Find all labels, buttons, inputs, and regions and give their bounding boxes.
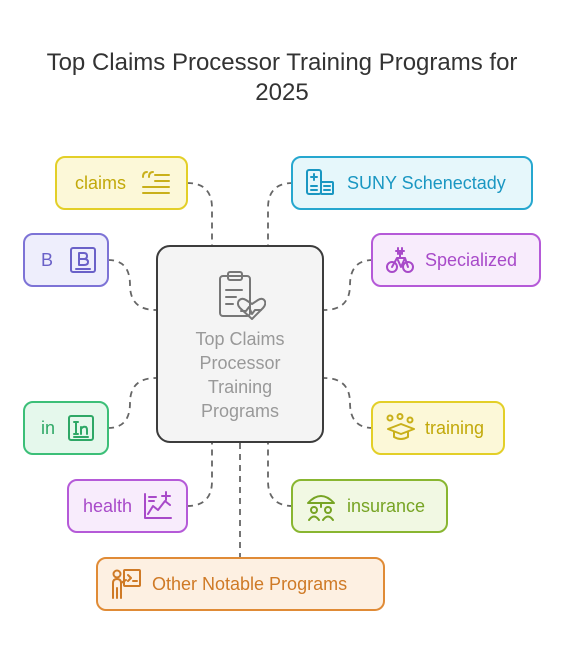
- quote-list-icon: [142, 171, 171, 194]
- connector-health: [186, 443, 213, 507]
- node-other-notable-programs: Other Notable Programs: [96, 557, 385, 611]
- node-in: in: [23, 401, 109, 455]
- connector-claims: [186, 182, 213, 245]
- node-health: health: [67, 479, 188, 533]
- connector-specialized: [323, 259, 374, 311]
- connector-insurance: [267, 443, 294, 507]
- node-insurance-label: insurance: [347, 495, 426, 516]
- node-b-label: B: [41, 249, 54, 270]
- node-insurance: insurance: [291, 479, 448, 533]
- letter-in-icon: [68, 415, 95, 441]
- presenter-board-icon: [112, 569, 141, 599]
- diagram-title: Top Claims Processor Training Programs f…: [46, 49, 518, 106]
- central-topic-label: Top Claims Processor Training Programs: [195, 329, 285, 421]
- node-suny-schenectady-label: SUNY Schenectady: [347, 172, 506, 193]
- node-health-label: health: [83, 495, 133, 516]
- node-suny-schenectady: SUNY Schenectady: [291, 156, 533, 210]
- node-claims: claims: [55, 156, 188, 210]
- node-b: B: [23, 233, 109, 287]
- node-claims-label: claims: [75, 172, 127, 193]
- central-topic-box: Top Claims Processor Training Programs: [156, 245, 324, 443]
- health-chart-icon: [144, 491, 173, 519]
- hospital-building-icon: [306, 169, 334, 195]
- node-training-label: training: [425, 417, 485, 438]
- graduation-cap-icon: [386, 413, 415, 440]
- connector-in: [107, 377, 157, 429]
- family-umbrella-icon: [307, 495, 335, 521]
- connector-training: [323, 377, 374, 429]
- node-in-label: in: [41, 417, 56, 438]
- node-specialized-label: Specialized: [425, 249, 518, 270]
- connector-b: [107, 259, 157, 311]
- connector-suny: [267, 182, 294, 245]
- node-specialized: Specialized: [371, 233, 541, 287]
- clipboard-heart-icon: [219, 271, 266, 320]
- node-other-notable-programs-label: Other Notable Programs: [152, 573, 348, 594]
- node-training: training: [371, 401, 505, 455]
- bicycle-icon: [386, 247, 414, 273]
- letter-b-icon: [70, 247, 97, 273]
